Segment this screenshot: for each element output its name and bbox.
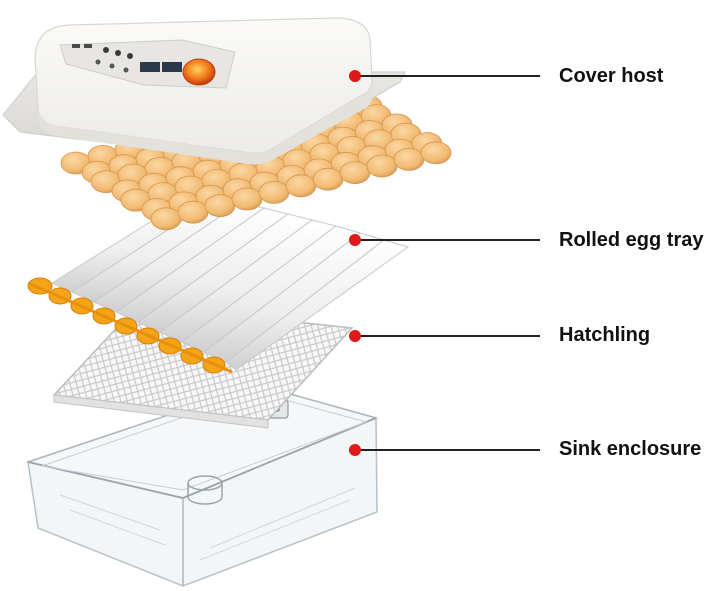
- cover-host-part: [2, 17, 406, 165]
- egg-shape: [312, 167, 344, 191]
- egg-shape: [177, 200, 209, 224]
- egg-shape: [285, 174, 317, 198]
- egg-shape: [420, 141, 452, 165]
- marker-dot-sink-enclosure: [349, 444, 361, 456]
- marker-dot-hatchling: [349, 330, 361, 342]
- callout-markers: [349, 70, 361, 456]
- rolled-egg-tray-part: [27, 192, 410, 374]
- egg-candle-light-icon: [182, 58, 216, 86]
- marker-dot-cover-host: [349, 70, 361, 82]
- egg-shape: [393, 147, 425, 171]
- label-cover-host: Cover host: [559, 65, 664, 87]
- egg-shape: [204, 194, 236, 218]
- egg-shape: [366, 154, 398, 178]
- label-rolled-egg-tray: Rolled egg tray: [559, 229, 704, 251]
- control-panel: [72, 44, 182, 73]
- label-hatchling: Hatchling: [559, 324, 651, 346]
- marker-dot-rolled-egg-tray: [349, 234, 361, 246]
- egg-shape: [339, 161, 371, 185]
- egg-shape: [231, 187, 263, 211]
- leader-lines: [355, 75, 540, 451]
- egg-shape: [258, 180, 290, 204]
- label-sink-enclosure: Sink enclosure: [559, 438, 702, 460]
- egg-shape: [150, 207, 182, 231]
